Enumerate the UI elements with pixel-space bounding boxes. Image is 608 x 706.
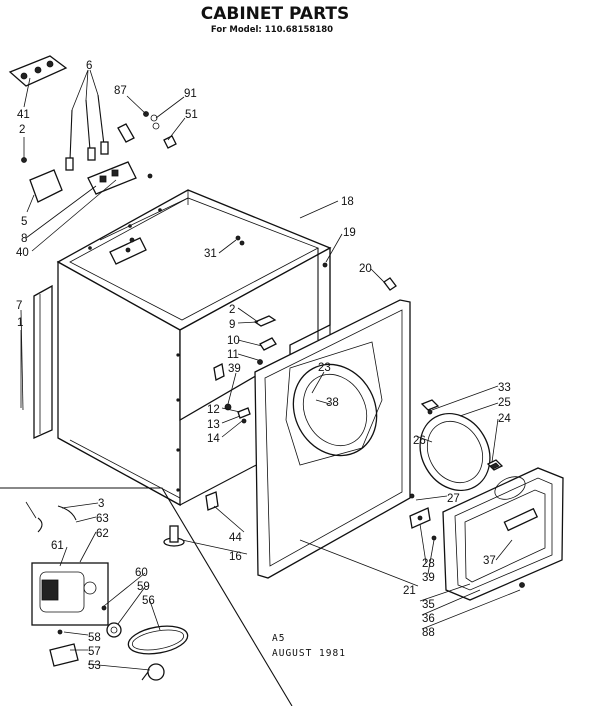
callout-53: 53: [88, 660, 101, 672]
callout-11: 11: [227, 349, 239, 361]
door-assembly: [442, 467, 564, 601]
callout-18: 18: [341, 196, 354, 208]
callout-33: 33: [498, 382, 511, 394]
callout-56: 56: [142, 595, 155, 607]
terminal-block-cluster: [8, 55, 177, 243]
callout-10: 10: [227, 335, 240, 347]
callout-2-mid: 2: [229, 304, 235, 316]
footer-date: AUGUST 1981: [272, 648, 346, 659]
callout-58: 58: [88, 632, 101, 644]
callout-51: 51: [185, 109, 198, 121]
callout-63: 63: [96, 513, 109, 525]
callout-39-lower: 39: [422, 572, 435, 584]
callout-36: 36: [422, 613, 435, 625]
callout-3: 3: [98, 498, 104, 510]
callout-26: 26: [413, 435, 426, 447]
leader-lines: [20, 69, 521, 671]
callout-44: 44: [229, 532, 242, 544]
callout-14: 14: [207, 433, 220, 445]
callout-9: 9: [229, 319, 235, 331]
callout-38: 38: [326, 397, 339, 409]
callout-16: 16: [229, 551, 242, 563]
callout-25: 25: [498, 397, 511, 409]
callout-13: 13: [207, 419, 220, 431]
callout-7: 7: [16, 300, 22, 312]
callout-57: 57: [88, 646, 101, 658]
callout-40: 40: [16, 247, 29, 259]
diagram-title: CABINET PARTS: [201, 4, 350, 24]
footer-code: A5: [272, 633, 285, 644]
callout-35: 35: [422, 599, 435, 611]
cabinet-body: [56, 189, 332, 507]
callout-labels: 6 87 91 41 51 2 5 8 40 18 31 19 7 1 20 2…: [16, 60, 511, 672]
motor-inset: [0, 487, 293, 706]
door-hinge: [409, 507, 431, 529]
callout-88: 88: [422, 627, 435, 639]
callout-5: 5: [21, 216, 27, 228]
callout-31: 31: [204, 248, 217, 260]
callout-12: 12: [207, 404, 220, 416]
callout-6: 6: [86, 60, 92, 72]
callout-28: 28: [422, 558, 435, 570]
callout-87: 87: [114, 85, 127, 97]
diagram-subtitle: For Model: 110.68158180: [211, 25, 333, 35]
door-seal: [419, 412, 491, 492]
callout-20: 20: [359, 263, 372, 275]
callout-21: 21: [403, 585, 416, 597]
callout-19: 19: [343, 227, 356, 239]
top-bracket: [109, 237, 147, 265]
callout-60: 60: [135, 567, 148, 579]
callout-27: 27: [447, 493, 460, 505]
callout-1: 1: [17, 317, 23, 329]
callout-39-upper: 39: [228, 363, 241, 375]
callout-8: 8: [21, 233, 27, 245]
callout-2-top: 2: [19, 124, 25, 136]
callout-91: 91: [184, 88, 197, 100]
callout-23: 23: [318, 362, 331, 374]
callout-24: 24: [498, 413, 511, 425]
front-panel: [254, 299, 411, 579]
callout-59: 59: [137, 581, 150, 593]
leveling-leg: [163, 491, 219, 547]
callout-61: 61: [51, 540, 64, 552]
rear-access-panel: [33, 284, 53, 440]
callout-41: 41: [17, 109, 30, 121]
front-small-parts: [213, 235, 525, 588]
door-catch: [486, 459, 504, 471]
callout-62: 62: [96, 528, 109, 540]
callout-37: 37: [483, 555, 496, 567]
